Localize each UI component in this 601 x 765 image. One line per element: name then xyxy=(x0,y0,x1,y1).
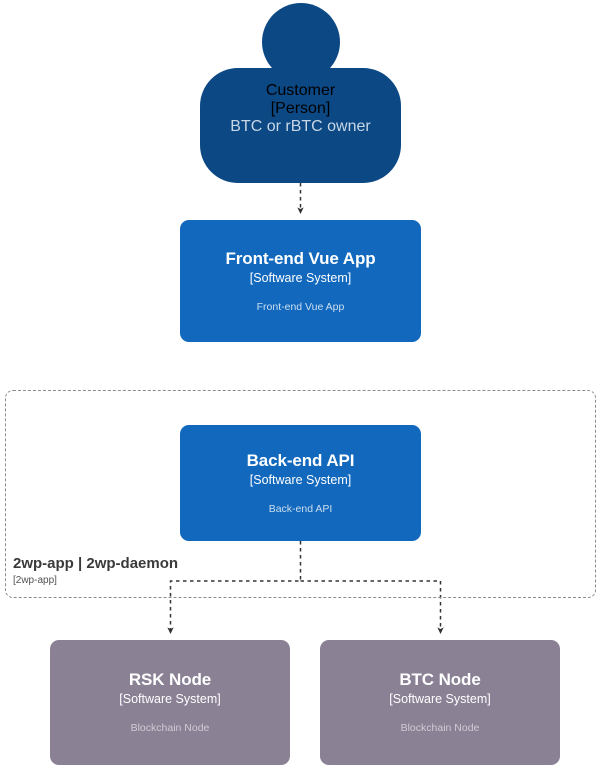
node-btc-node[interactable]: BTC Node [Software System] Blockchain No… xyxy=(320,640,560,765)
boundary-label-group: 2wp-app | 2wp-daemon [2wp-app] xyxy=(13,554,178,588)
node-customer-labels: Customer [Person] BTC or rBTC owner xyxy=(200,82,401,136)
node-rsk-node-title: RSK Node xyxy=(128,670,212,689)
relationship-backend-to-btc-node xyxy=(300,580,444,635)
node-backend-api-type: [Software System] xyxy=(249,472,352,487)
boundary-2wp-app xyxy=(5,390,596,598)
node-backend-api-title: Back-end API xyxy=(246,450,355,470)
node-rsk-node-type: [Software System] xyxy=(119,692,221,706)
node-customer-title: Customer xyxy=(265,82,336,99)
relationship-backend-to-rsk-node xyxy=(167,541,302,635)
node-btc-node-type: [Software System] xyxy=(389,692,491,706)
node-btc-node-description: Blockchain Node xyxy=(400,722,480,734)
node-btc-node-title: BTC Node xyxy=(399,670,481,689)
node-customer-description: BTC or rBTC owner xyxy=(230,118,371,135)
boundary-type: [2wp-app] xyxy=(13,575,57,586)
node-backend-api-description: Back-end API xyxy=(268,502,333,515)
node-backend-api[interactable]: Back-end API [Software System] Back-end … xyxy=(180,425,421,541)
node-customer-type: [Person] xyxy=(270,100,331,117)
node-rsk-node-description: Blockchain Node xyxy=(130,722,210,734)
node-rsk-node[interactable]: RSK Node [Software System] Blockchain No… xyxy=(50,640,290,765)
node-frontend-vue-app-title: Front-end Vue App xyxy=(225,248,376,268)
node-customer[interactable]: Customer [Person] BTC or rBTC owner xyxy=(200,0,401,183)
node-frontend-vue-app[interactable]: Front-end Vue App [Software System] Fron… xyxy=(180,220,421,342)
person-body-shape xyxy=(200,68,401,183)
boundary-title: 2wp-app | 2wp-daemon xyxy=(13,555,179,572)
node-frontend-vue-app-description: Front-end Vue App xyxy=(256,300,345,313)
node-frontend-vue-app-type: [Software System] xyxy=(249,270,352,285)
